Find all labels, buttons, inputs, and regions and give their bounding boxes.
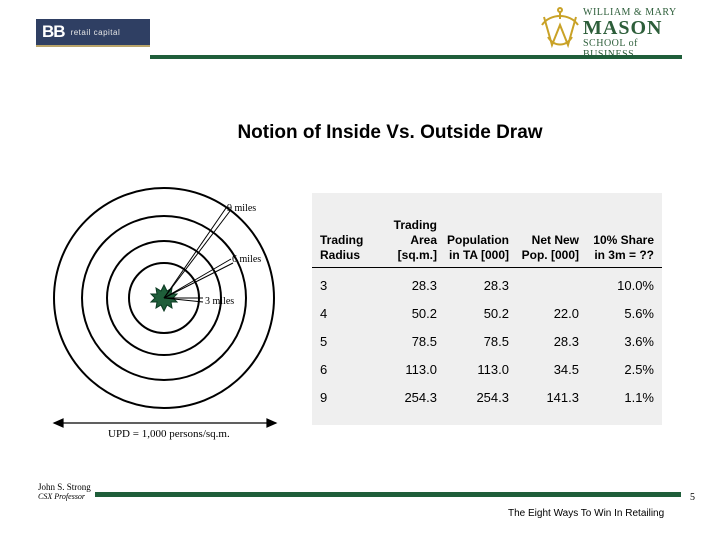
cell-net-new: 28.3 bbox=[553, 333, 579, 349]
cell-area: 50.2 bbox=[411, 305, 437, 321]
cell-share: 2.5% bbox=[624, 361, 654, 377]
page-number: 5 bbox=[690, 492, 695, 503]
cell-share: 1.1% bbox=[624, 389, 654, 405]
wm-line-1: WILLIAM & MARY bbox=[583, 7, 677, 18]
cell-net-new bbox=[510, 268, 580, 300]
cell-net-new: 141.3 bbox=[546, 389, 579, 405]
wm-line-3: SCHOOL of BUSINESS bbox=[583, 38, 638, 60]
radius-line-6a bbox=[163, 258, 232, 299]
author-title: CSX Professor bbox=[38, 492, 86, 501]
cell-share: 3.6% bbox=[624, 333, 654, 349]
radius-line-9b bbox=[163, 210, 231, 299]
label-6-miles: 6 miles bbox=[232, 254, 262, 265]
table-row: 3 28.3 28.3 10.0% bbox=[312, 268, 662, 300]
cell-radius: 9 bbox=[320, 389, 328, 405]
bb-logo-tagline: retail capital bbox=[70, 27, 121, 37]
bb-logo-mark: BB bbox=[42, 22, 66, 41]
diameter-arrow-right bbox=[266, 418, 278, 428]
footer-caption: The Eight Ways To Win In Retailing bbox=[508, 508, 665, 519]
cell-population: 50.2 bbox=[483, 305, 509, 321]
cell-radius: 6 bbox=[320, 361, 328, 377]
ring-6-miles bbox=[81, 215, 247, 381]
radius-line-6b bbox=[163, 262, 234, 299]
table-row: 4 50.2 50.2 22.0 5.6% bbox=[312, 299, 662, 327]
table-row: 5 78.5 78.5 28.3 3.6% bbox=[312, 327, 662, 355]
header-rule bbox=[150, 55, 682, 59]
cell-net-new: 22.0 bbox=[553, 305, 579, 321]
bb-logo-underline bbox=[36, 45, 150, 47]
ring-9-miles bbox=[53, 187, 275, 409]
cell-area: 78.5 bbox=[411, 333, 437, 349]
author-name: John S. Strong bbox=[38, 482, 91, 492]
wm-line-2: MASON bbox=[583, 17, 663, 39]
wm-cypher-icon bbox=[541, 7, 579, 49]
cell-population: 28.3 bbox=[483, 277, 509, 293]
ring-4-5-miles bbox=[106, 240, 222, 356]
cell-area: 113.0 bbox=[405, 361, 437, 377]
radius-line-9a bbox=[163, 207, 227, 299]
radius-line-3b bbox=[163, 297, 204, 303]
label-9-miles: 9 miles bbox=[227, 203, 257, 214]
cell-population: 254.3 bbox=[476, 389, 509, 405]
mason-school-logo: WILLIAM & MARY MASON SCHOOL of BUSINESS bbox=[538, 7, 683, 60]
upd-note: UPD = 1,000 persons/sq.m. bbox=[108, 428, 230, 440]
slide-title: Notion of Inside Vs. Outside Draw bbox=[237, 122, 543, 143]
table-row: 6 113.0 113.0 34.5 2.5% bbox=[312, 355, 662, 383]
diameter-arrow-left bbox=[52, 418, 64, 428]
cell-radius: 5 bbox=[320, 333, 328, 349]
cell-area: 28.3 bbox=[411, 277, 437, 293]
mason-logo-text: WILLIAM & MARY MASON SCHOOL of BUSINESS bbox=[583, 7, 683, 60]
footer-rule bbox=[95, 492, 681, 497]
cell-population: 113.0 bbox=[477, 361, 509, 377]
label-3-miles: 3 miles bbox=[205, 296, 235, 307]
cell-share: 5.6% bbox=[624, 305, 654, 321]
cell-area: 254.3 bbox=[404, 389, 437, 405]
cell-share: 10.0% bbox=[617, 277, 654, 293]
cell-radius: 3 bbox=[320, 277, 328, 293]
cell-population: 78.5 bbox=[483, 333, 509, 349]
cell-net-new: 34.5 bbox=[553, 361, 579, 377]
table-row: 9 254.3 254.3 141.3 1.1% bbox=[312, 383, 662, 411]
cell-radius: 4 bbox=[320, 305, 328, 321]
bb-retail-capital-logo: BB retail capital bbox=[36, 19, 150, 45]
